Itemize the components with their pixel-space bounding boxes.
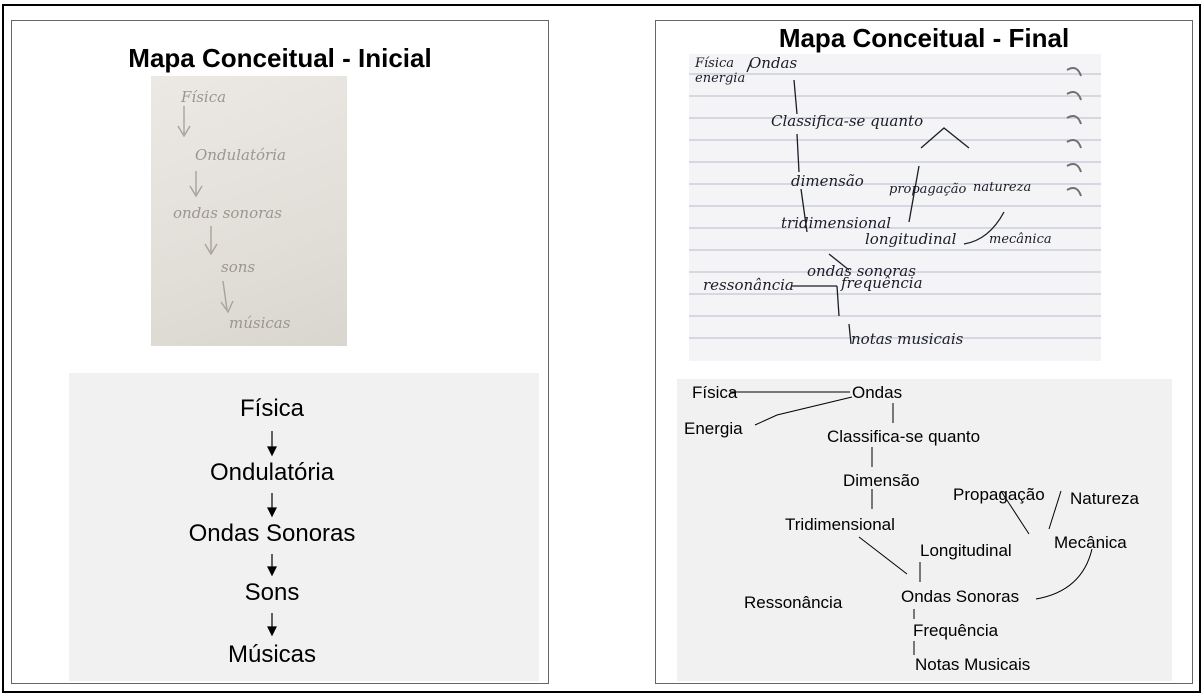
concept-node-mecanica: Mecânica (1054, 533, 1127, 552)
concept-node-energia: Energia (684, 419, 743, 438)
handwritten-arrows (177, 106, 234, 314)
handwritten-map-photo: Física Ondulatória ondas sonoras sons mú… (151, 76, 347, 346)
concept-node-natureza: Natureza (1070, 489, 1139, 508)
concept-node-dimensao: Dimensão (843, 471, 920, 490)
concept-node-longitudinal: Longitudinal (920, 541, 1012, 560)
concept-node: Músicas (227, 641, 317, 668)
concept-node-ondas-sonoras: Ondas Sonoras (901, 587, 1020, 606)
concept-node: Física (239, 395, 305, 422)
typed-concept-map: Física Ondulatória Ondas Sonoras Sons Mú… (69, 373, 539, 681)
concept-node-propagacao: Propagação (953, 485, 1045, 504)
concept-node: Ondulatória (209, 459, 335, 486)
handwritten-node: Ondas (749, 54, 798, 72)
concept-node: Sons (244, 579, 300, 606)
handwritten-node: tridimensional (781, 214, 892, 232)
typed-concept-map: Física Energia Ondas Classifica-se quant… (677, 379, 1172, 681)
figure-frame (2, 4, 1201, 693)
handwritten-node: frequência (841, 274, 923, 292)
concept-node-frequencia: Frequência (913, 621, 999, 640)
handwritten-node: natureza (973, 180, 1032, 195)
final-concept-map-panel: Mapa Conceitual - Final (655, 20, 1193, 684)
handwritten-node: propagação (889, 182, 967, 197)
panel-title: Mapa Conceitual - Inicial (128, 43, 432, 73)
handwritten-node: músicas (229, 314, 291, 332)
handwritten-notebook-photo: Física energia Ondas Classifica-se quant… (689, 54, 1101, 361)
initial-concept-map-panel: Mapa Conceitual - Inicial Física Ondulat… (11, 20, 549, 684)
handwritten-node: mecânica (989, 232, 1052, 247)
concept-node-tridimensional: Tridimensional (785, 515, 895, 534)
handwritten-node: ondas sonoras (807, 262, 916, 280)
handwritten-node: Classifica-se quanto (771, 112, 924, 130)
concept-node-ondas: Ondas (852, 383, 903, 402)
handwritten-node: Física (695, 56, 735, 71)
concept-node-notas-musicais: Notas Musicais (915, 655, 1031, 674)
concept-node-ressonancia: Ressonância (744, 593, 843, 612)
handwritten-node: dimensão (791, 172, 864, 190)
concept-node-classifica: Classifica-se quanto (827, 427, 981, 446)
handwritten-node: ondas sonoras (173, 204, 282, 222)
handwritten-node: sons (221, 258, 256, 276)
concept-node-fisica: Física (692, 383, 738, 402)
handwritten-node: longitudinal (865, 230, 957, 248)
concept-node: Ondas Sonoras (188, 520, 356, 547)
panel-title: Mapa Conceitual - Final (778, 23, 1070, 53)
connector-lines (730, 391, 1093, 655)
handwritten-node: ressonância (703, 276, 794, 294)
notebook-lines (689, 61, 1101, 345)
handwritten-node: Física (181, 88, 227, 106)
handwritten-node: energia (695, 71, 746, 86)
handwritten-node: Ondulatória (195, 146, 286, 164)
handwritten-node: notas musicais (851, 330, 964, 348)
flow-arrows (267, 431, 277, 637)
